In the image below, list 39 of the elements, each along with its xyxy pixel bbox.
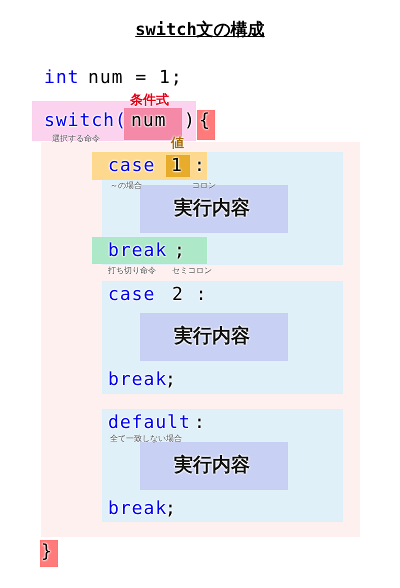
code-text: num: [131, 112, 167, 130]
keyword: break: [108, 371, 168, 389]
highlight-box: [92, 237, 207, 264]
code-text: 2 :: [172, 286, 208, 304]
code-text: ;: [165, 500, 177, 518]
body-box: [140, 313, 288, 361]
body-text: 実行内容: [174, 456, 250, 475]
annotation: 条件式: [130, 94, 169, 107]
annotation: セミコロン: [172, 267, 212, 275]
case-block: [102, 409, 343, 522]
body-box: [140, 442, 288, 490]
keyword: break: [108, 242, 168, 260]
annotation: 選択する命令: [52, 135, 100, 143]
keyword: case: [108, 157, 156, 175]
brace-box: [40, 540, 58, 567]
annotation: ～の場合: [110, 182, 142, 190]
code-text: :: [194, 157, 206, 175]
annotation: コロン: [192, 182, 216, 190]
keyword: case: [108, 286, 156, 304]
body-text: 実行内容: [174, 327, 250, 346]
code-text: {: [199, 112, 211, 130]
body-text: 実行内容: [174, 199, 250, 218]
code-text: ): [184, 112, 196, 130]
keyword: break: [108, 500, 168, 518]
code-text: num = 1;: [88, 69, 183, 87]
keyword: int: [44, 69, 80, 87]
case-block: [102, 281, 343, 394]
annotation: 全て一致しない場合: [110, 435, 182, 443]
code-text: ;: [174, 242, 186, 260]
annotation: 値: [171, 137, 184, 150]
code-text: :: [194, 414, 206, 432]
title: switch文の構成: [134, 22, 266, 39]
keyword: switch(: [44, 112, 127, 130]
annotation: 打ち切り命令: [108, 267, 156, 275]
keyword: default: [108, 414, 191, 432]
brace-box: [197, 110, 215, 140]
code-text: }: [41, 543, 53, 561]
code-text: 1: [171, 157, 183, 175]
code-text: ;: [165, 371, 177, 389]
